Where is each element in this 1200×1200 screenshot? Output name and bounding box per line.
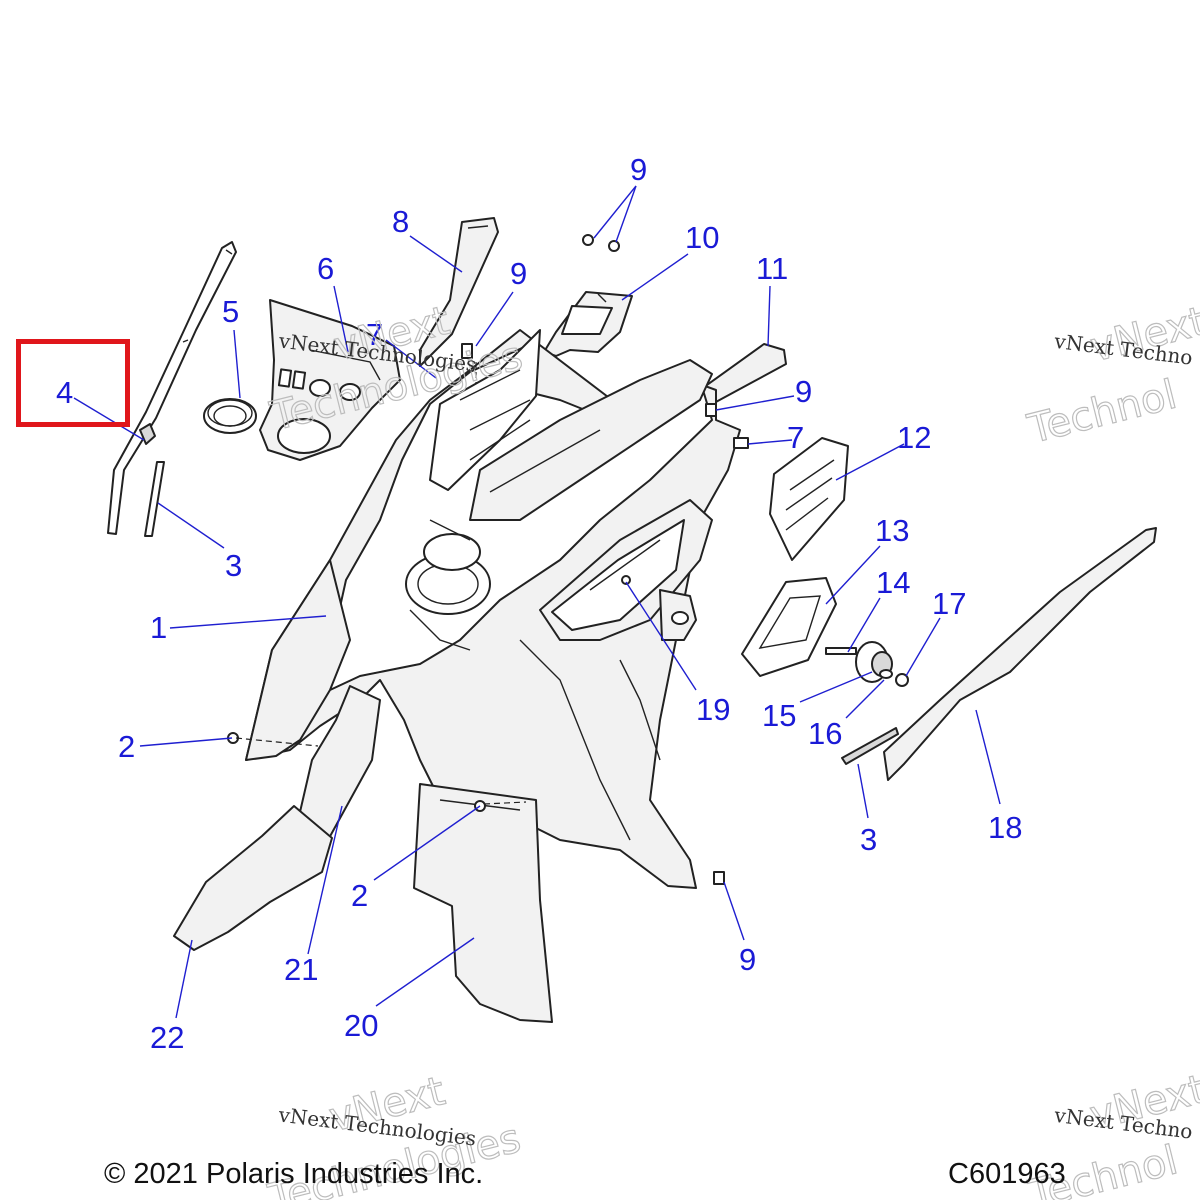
- svg-text:Technol: Technol: [1023, 372, 1181, 453]
- watermark-upper-right: vNext Technol: [1022, 298, 1200, 454]
- highlight-box-callout-4: [16, 339, 130, 427]
- callout-4[interactable]: 4: [56, 375, 73, 410]
- part-6-bracket: [259, 299, 401, 461]
- callout-9[interactable]: 9: [630, 152, 647, 187]
- part-15-16-knob: [855, 641, 893, 683]
- callout-8[interactable]: 8: [392, 204, 409, 239]
- part-8-pad: [419, 217, 499, 367]
- callout-17[interactable]: 17: [932, 586, 966, 621]
- callout-11[interactable]: 11: [756, 251, 788, 286]
- part-3-strip-left: [144, 461, 165, 537]
- callout-13[interactable]: 13: [875, 513, 909, 548]
- part-22-lower-pad: [173, 805, 333, 951]
- alignment-lines: [235, 362, 527, 805]
- part-10-plate: [543, 291, 633, 357]
- callout-9[interactable]: 9: [739, 942, 756, 977]
- part-3-strip-right: [841, 727, 899, 765]
- callout-2[interactable]: 2: [118, 729, 135, 764]
- callout-18[interactable]: 18: [988, 810, 1022, 845]
- callout-22[interactable]: 22: [150, 1020, 184, 1055]
- callout-6[interactable]: 6: [317, 251, 334, 286]
- callout-9[interactable]: 9: [795, 374, 812, 409]
- part-14-bolt: [825, 647, 857, 655]
- copyright-text: © 2021 Polaris Industries Inc.: [104, 1158, 484, 1190]
- callout-10[interactable]: 10: [685, 220, 719, 255]
- callout-21[interactable]: 21: [284, 952, 318, 987]
- callout-19[interactable]: 19: [696, 692, 730, 727]
- callout-5[interactable]: 5: [222, 294, 239, 329]
- fasteners: [227, 234, 749, 885]
- callout-12[interactable]: 12: [897, 420, 931, 455]
- leader-lines: [73, 185, 1001, 1019]
- callout-15[interactable]: 15: [762, 698, 796, 733]
- callout-2[interactable]: 2: [351, 878, 368, 913]
- callout-1[interactable]: 1: [150, 610, 167, 645]
- part-1-console-body: [245, 329, 741, 889]
- part-13-switch-housing: [741, 577, 837, 677]
- part-12-vent: [769, 437, 849, 561]
- callout-3[interactable]: 3: [860, 822, 877, 857]
- callout-7[interactable]: 7: [366, 317, 383, 352]
- callout-labels: 4 5 6 7 8 9 9 10 11 9 7 12 13 14 17 3 1 …: [56, 152, 1022, 1055]
- part-18-long-panel: [883, 527, 1157, 781]
- part-20-lower-panel: [413, 783, 553, 1023]
- callout-20[interactable]: 20: [344, 1008, 378, 1043]
- callout-7[interactable]: 7: [787, 420, 804, 455]
- watermarks: vNext Technologies vNext Technologies vN…: [263, 297, 1200, 1200]
- part-17-nut: [895, 673, 909, 687]
- callout-16[interactable]: 16: [808, 716, 842, 751]
- callout-9[interactable]: 9: [510, 256, 527, 291]
- part-5-grommet: [203, 398, 257, 434]
- callout-14[interactable]: 14: [876, 565, 910, 600]
- callout-3[interactable]: 3: [225, 548, 242, 583]
- figure-code: C601963: [948, 1158, 1066, 1190]
